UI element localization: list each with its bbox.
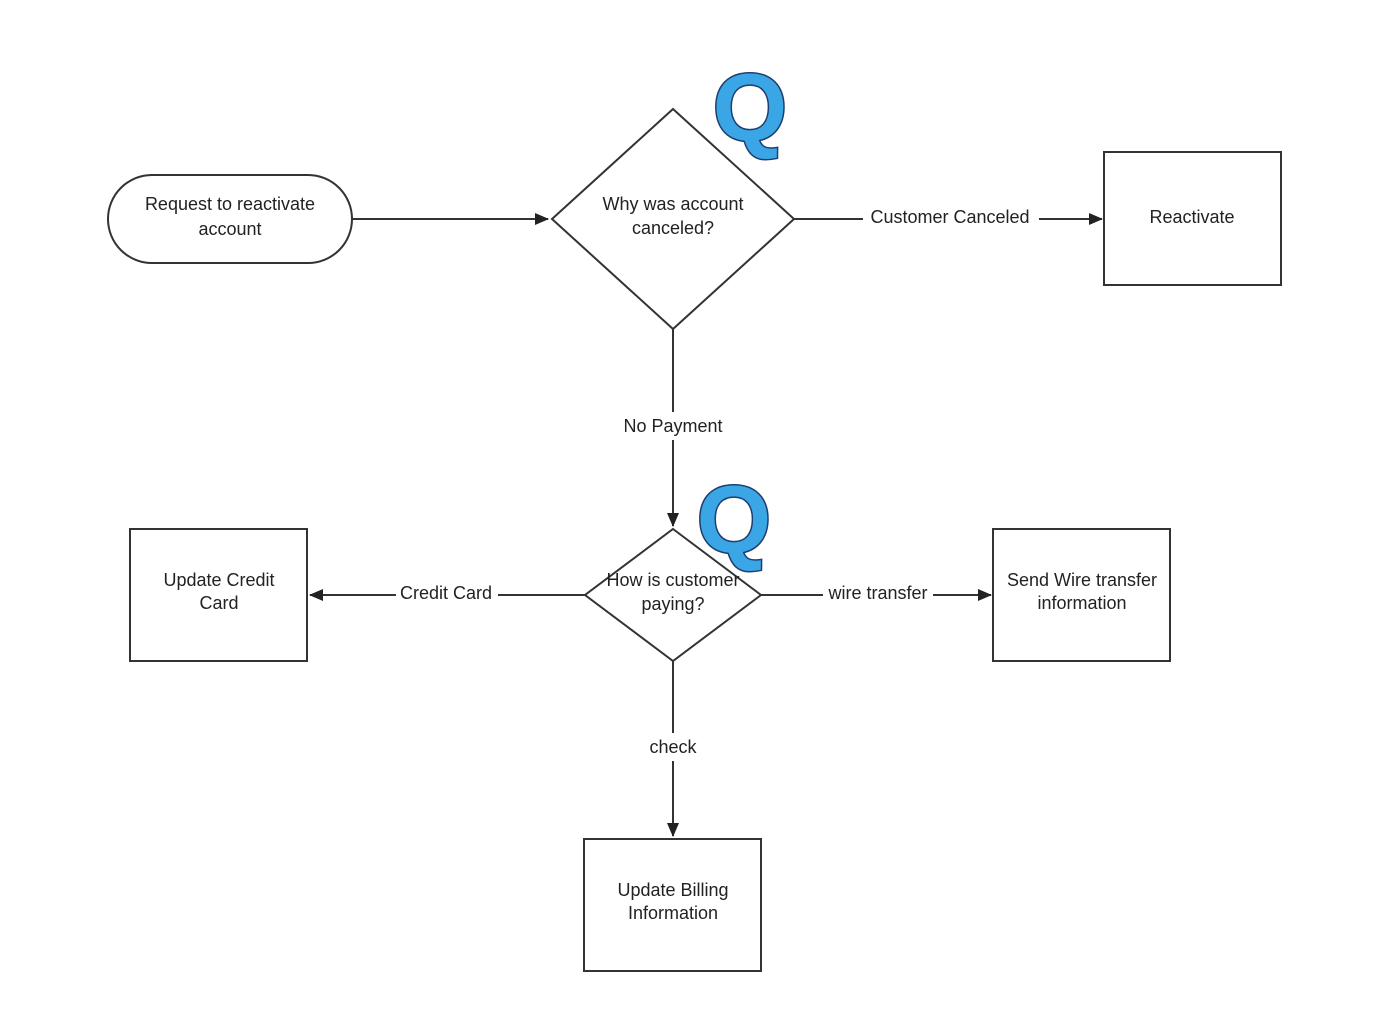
send-wire-line-2: information xyxy=(1037,593,1126,613)
svg-text:Credit Card: Credit Card xyxy=(400,583,492,603)
send-wire-node: Send Wire transfer information xyxy=(992,528,1171,662)
edge-label-wire-transfer: wire transfer xyxy=(823,580,933,606)
update-credit-line-1: Update Credit xyxy=(163,570,274,590)
svg-text:wire transfer: wire transfer xyxy=(827,583,927,603)
decision2-line-1: How is customer xyxy=(606,570,739,590)
reactivate-node: Reactivate xyxy=(1103,151,1282,286)
edge-label-check: check xyxy=(640,733,706,761)
svg-text:check: check xyxy=(649,737,697,757)
send-wire-line-1: Send Wire transfer xyxy=(1007,570,1157,590)
q-marker-icon: Q xyxy=(713,54,788,161)
decision-why-canceled: Why was account canceled? xyxy=(550,107,796,331)
edge-label-no-payment: No Payment xyxy=(616,412,730,440)
start-node-line-1: Request to reactivate xyxy=(145,194,315,214)
svg-text:Customer Canceled: Customer Canceled xyxy=(870,207,1029,227)
start-node: Request to reactivate account xyxy=(107,174,353,264)
update-billing-line-2: Information xyxy=(628,903,718,923)
decision-how-paying: How is customer paying? xyxy=(583,527,763,663)
update-credit-line-2: Card xyxy=(199,593,238,613)
start-node-line-2: account xyxy=(198,219,261,239)
edge-label-customer-canceled: Customer Canceled xyxy=(863,204,1039,230)
q-marker-icon: Q xyxy=(697,466,772,573)
decision1-line-1: Why was account xyxy=(602,194,743,214)
edge-label-credit-card: Credit Card xyxy=(396,580,498,606)
reactivate-label: Reactivate xyxy=(1149,207,1234,227)
update-billing-node: Update Billing Information xyxy=(583,838,762,972)
update-billing-line-1: Update Billing xyxy=(617,880,728,900)
update-credit-card-node: Update Credit Card xyxy=(129,528,308,662)
decision1-line-2: canceled? xyxy=(632,218,714,238)
decision2-line-2: paying? xyxy=(641,594,704,614)
svg-text:No Payment: No Payment xyxy=(623,416,722,436)
